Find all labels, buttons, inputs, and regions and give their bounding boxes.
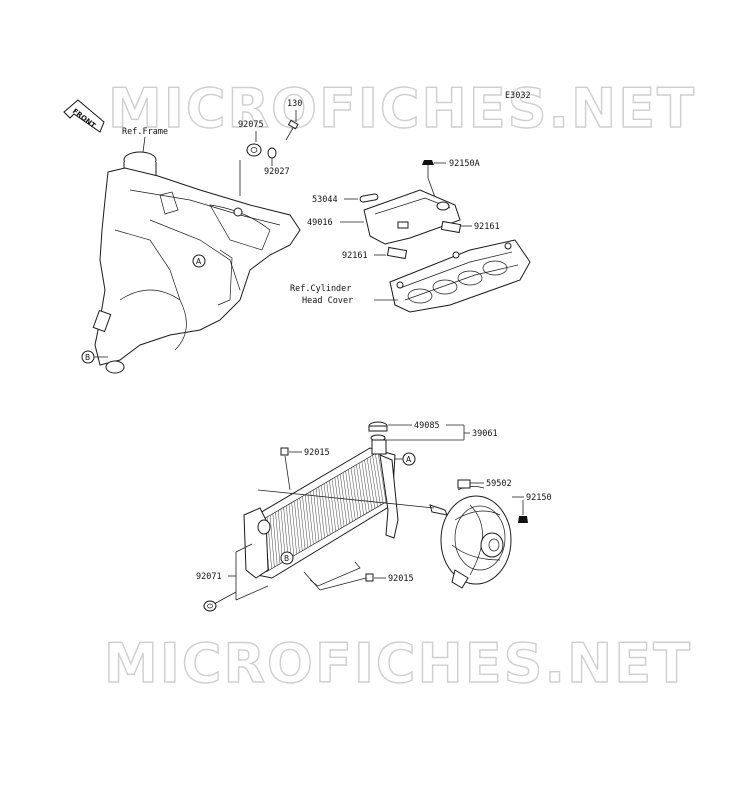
ref-cylinder-label-line1: Ref.Cylinder (290, 284, 351, 294)
radiator-fin (323, 483, 331, 535)
radiator-fin (334, 477, 342, 529)
radiator-fin (313, 489, 320, 542)
radiator-fin (350, 467, 359, 519)
radiator-fin (345, 470, 353, 522)
radiator-fin (369, 456, 378, 507)
cooling-fan-illustration (429, 479, 512, 589)
radiator-fin (294, 500, 300, 553)
radiator-fin (329, 480, 337, 532)
radiator-fin (283, 507, 289, 560)
damper-53044-icon (359, 193, 379, 203)
radiator-fin (342, 472, 350, 524)
radiator-fin (307, 493, 314, 545)
part-92075-label: 92075 (238, 120, 264, 130)
part-130-label: 130 (287, 99, 302, 109)
front-arrow-icon: FRONT (63, 99, 105, 133)
bracket-49016-icon (363, 189, 461, 245)
bolt-92150-icon (518, 516, 528, 523)
cylinder-head-cover-illustration (389, 239, 531, 313)
callout-a-frame-label: A (196, 257, 202, 266)
grommet-92075-icon (246, 143, 262, 157)
part-92015-top-label: 92015 (304, 448, 330, 458)
radiator-fin (372, 455, 381, 506)
part-92150a-label: 92150A (449, 159, 480, 169)
ref-cylinder-label-line2: Head Cover (302, 296, 353, 306)
radiator-fin (315, 488, 323, 540)
callout-b-radiator (280, 551, 294, 565)
part-53044-label: 53044 (312, 195, 338, 205)
radiator-fin (358, 463, 367, 514)
bolt-92150a-icon (422, 160, 434, 178)
radiator-fin (288, 504, 295, 556)
radiator-fin (299, 497, 306, 550)
part-59502-label: 59502 (486, 479, 512, 489)
part-39061-label: 39061 (472, 429, 498, 439)
radiator-fin (361, 461, 370, 512)
part-92027-label: 92027 (264, 167, 290, 177)
radiator-fin (326, 481, 334, 533)
nut-92015-bottom-icon (365, 573, 374, 582)
part-92150-label: 92150 (526, 493, 552, 503)
radiator-fin (377, 451, 387, 503)
part-92161-right-label: 92161 (474, 222, 500, 232)
radiator-fin (356, 464, 364, 516)
callout-a-frame (192, 254, 206, 268)
radiator-fin (269, 515, 275, 568)
ref-frame-label: Ref.Frame (122, 127, 168, 137)
grommet-92071-icon (203, 600, 217, 612)
radiator-fin (291, 502, 297, 555)
radiator-fin (304, 494, 311, 547)
bolt-130-icon (285, 119, 299, 141)
radiator-fin (321, 485, 328, 537)
part-92071-label: 92071 (196, 572, 222, 582)
radiator-fin (277, 510, 283, 563)
radiator-fin (339, 474, 348, 525)
radiator-fin (296, 499, 303, 551)
radiator-fin (302, 496, 309, 548)
callout-b-radiator-label: B (284, 554, 289, 563)
watermark-top: MICROFICHES.NET (108, 77, 696, 140)
radiator-fin (353, 466, 362, 517)
diagram-code: E3032 (505, 91, 531, 101)
cushion-92161-right-icon (440, 220, 462, 234)
watermark-bottom: MICROFICHES.NET (104, 632, 692, 695)
radiator-fin (331, 478, 339, 530)
part-49085-label: 49085 (414, 421, 440, 431)
radiator-fin (318, 486, 325, 538)
radiator-fin (286, 505, 292, 558)
part-92015-bottom-label: 92015 (388, 574, 414, 584)
nut-92015-top-icon (280, 447, 289, 456)
radiator-fin (310, 491, 317, 543)
part-49016-label: 49016 (307, 218, 333, 228)
callout-b-frame-label: B (85, 353, 90, 362)
radiator-fin (272, 513, 278, 566)
radiator-cap-49085-icon (368, 421, 388, 442)
radiator-fin (348, 469, 356, 520)
radiator-fin (337, 475, 345, 527)
radiator-fin (275, 512, 281, 564)
radiator-illustration (243, 439, 399, 587)
collar-92027-icon (267, 147, 277, 159)
cushion-92161-left-icon (386, 246, 408, 260)
callout-a-radiator-label: A (406, 455, 412, 464)
radiator-fin (375, 453, 384, 504)
radiator-fin (366, 458, 376, 509)
part-92161-left-label: 92161 (342, 251, 368, 261)
